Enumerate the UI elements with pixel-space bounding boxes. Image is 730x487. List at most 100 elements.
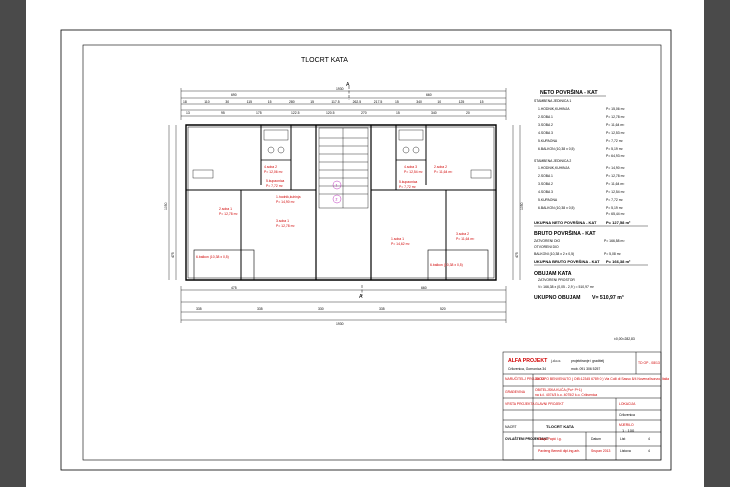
unit1-item-label: 2.SOBA 1: [538, 115, 553, 119]
unit2-total: P= 65,44 m²: [606, 212, 625, 216]
section-axis-bottom: A: [359, 294, 363, 300]
stair-mark-1: 1: [336, 184, 338, 188]
dim-bottom-row-value: 520: [440, 307, 446, 311]
company-desc: projektiranje i graditelj: [571, 359, 604, 363]
viewer-left-margin: [0, 0, 26, 487]
room-name: 4.soba 3: [404, 165, 417, 169]
tb-label-type: VRSTA PROJEKTA: [505, 402, 535, 406]
building-walls: [185, 124, 497, 281]
unit2-item-label: 2.SOBA 1: [538, 174, 553, 178]
project-number: TD OP - 08/13: [638, 361, 660, 365]
dim-top-row1-value: 15: [310, 100, 314, 104]
room-area: P= 14,62 m²: [391, 242, 410, 246]
unit2-item-value: P= 11,64 m²: [606, 182, 625, 186]
tb-value-drawing: TLOCRT KATA: [546, 424, 574, 429]
unit2-item-label: 1.HODNIK,KUHINJA: [538, 166, 570, 170]
tb-scale-label: MJERILO: [619, 423, 634, 427]
unit2-item-label: 5.KUPAONA: [538, 198, 558, 202]
tb-author-1: Sanja Papić i.g.: [538, 437, 562, 441]
dim-bottom-row-value: 335: [196, 307, 202, 311]
dim-bottom-mid-2: 660: [421, 286, 427, 290]
tb-date-label: Datum: [591, 437, 601, 441]
dim-top-row2-value: 122.5: [291, 111, 300, 115]
tb-sheet-value: 4: [648, 437, 650, 441]
room-name: 6.balkon (10,38 x 0,5): [196, 255, 229, 259]
dim-bottom-row-value: 335: [379, 307, 385, 311]
top-dimensions: [180, 88, 507, 120]
dim-top-row1-value: 340: [416, 100, 422, 104]
obujam-total-value: V= 510,97 m³: [592, 295, 624, 301]
stair-mark-2: 2: [336, 198, 338, 202]
dim-top-row1-value: 15: [395, 100, 399, 104]
company-phone: mob. 091 306 5257: [571, 367, 600, 371]
tb-label-building: GRAĐEVINA: [505, 390, 526, 394]
sheet-inner-border: [82, 44, 662, 461]
dim-top-row1-value: 110: [204, 100, 210, 104]
room-area: P= 11,64 m²: [456, 237, 475, 241]
obujam-sub: ZATVORENI PROSTOR: [538, 278, 575, 282]
dim-bottom-row-value: 335: [257, 307, 263, 311]
unit2-item-value: P= 12,54 m²: [606, 190, 625, 194]
dim-top-row2-value: 120.5: [326, 111, 335, 115]
room-name: 3.soba 2: [456, 232, 469, 236]
tb-sheets-value: 4: [648, 449, 650, 453]
neto-total-label: UKUPNA NETO POVRŠINA - KAT: [534, 220, 597, 225]
dim-top-row1-value: 15: [480, 100, 484, 104]
unit1-total: P= 64,93 m²: [606, 154, 625, 158]
dim-top-mid-2: 660: [426, 93, 432, 97]
room-area: P= 7,72 m²: [266, 184, 284, 188]
tb-value-parcel: na k.č. 4074/3 k.o. 4075/2 k.o. Crikveni…: [535, 393, 597, 397]
dim-top-mid-1: 690: [231, 93, 237, 97]
room-area: P= 12,78 m²: [219, 212, 238, 216]
room-name: 4.soba 2: [264, 165, 277, 169]
staircase: [318, 127, 369, 209]
side-dimensions: [168, 125, 521, 280]
unit1-item-label: 5.KUPAONA: [538, 139, 558, 143]
tb-author-2: Pavleng Benedi dipl.ing.arh.: [538, 449, 580, 453]
sheet-outer-border: [60, 29, 672, 471]
room-area: P= 14,90 m²: [276, 200, 295, 204]
tb-value-building: OBITELJSKA KUĆA (Po+ P+1): [535, 387, 582, 392]
company-address: Crikvenica, Gornonica 34: [508, 367, 546, 371]
room-name: 1.soba 1: [391, 237, 404, 241]
dim-top-row1-value: 115: [247, 100, 253, 104]
bruto-total-label: UKUPNA BRUTO POVRŠINA - KAT: [534, 259, 600, 264]
bruto-total-value: P= 166,38 m²: [606, 259, 631, 264]
obujam-title: OBUJAM KATA: [534, 271, 572, 277]
dim-top-row1-value: 30: [225, 100, 229, 104]
dim-top-row1-value: 15: [268, 100, 272, 104]
neto-total-value: P= 127,58 m²: [606, 220, 631, 225]
tb-value-investor: JACOPO BENVENUTO ( OIB:12345 6789 0 ) Vi…: [535, 377, 669, 381]
level-mark: ±0,00=282,83: [614, 337, 635, 341]
unit2-item-label: 6.BALKON (10,38 x 0,5): [538, 206, 575, 210]
unit1-item-value: P= 5,19 m²: [606, 147, 624, 151]
dim-bottom-total: 1930: [336, 322, 344, 326]
unit1-item-label: 6.BALKON (10,38 x 0,5): [538, 147, 575, 151]
dim-left-lower: 475: [171, 252, 175, 258]
unit2-item-value: P= 12,78 m²: [606, 174, 625, 178]
dim-right-total: 1050: [520, 202, 524, 210]
viewer-right-margin: [704, 0, 730, 487]
room-name: 2.soba 2: [434, 165, 447, 169]
unit1-item-label: 4.SOBA 3: [538, 131, 553, 135]
unit2-item-value: P= 5,19 m²: [606, 206, 624, 210]
room-area: P= 11,64 m²: [434, 170, 453, 174]
room-area: P= 12,06 m²: [264, 170, 283, 174]
tb-author-label: OVLAŠTENI PROJEKTANT: [505, 436, 549, 441]
unit1-item-label: 3.SOBA 2: [538, 123, 553, 127]
company-suffix: j.d.o.o.: [550, 359, 561, 363]
dim-top-row2-value: 15: [396, 111, 400, 115]
unit2-item-label: 4.SOBA 3: [538, 190, 553, 194]
bruto-line-1-value: P= 166,58 m²: [604, 239, 625, 243]
section-axis-top: A: [346, 82, 350, 88]
bruto-line-2: OTVORENI DIO: [534, 245, 559, 249]
dim-top-row1-value: 10: [437, 100, 441, 104]
dim-left-total: 1050: [164, 202, 168, 210]
unit1-item-value: P= 12,78 m²: [606, 115, 625, 119]
obujam-formula: V= 166,38 x (0,05 - 2,9 ) = 510,97 m³: [538, 285, 595, 289]
neto-title: NETO POVRŠINA - KAT: [540, 88, 598, 96]
unit2-title: STAMBENA JEDINICA 2: [534, 159, 571, 163]
